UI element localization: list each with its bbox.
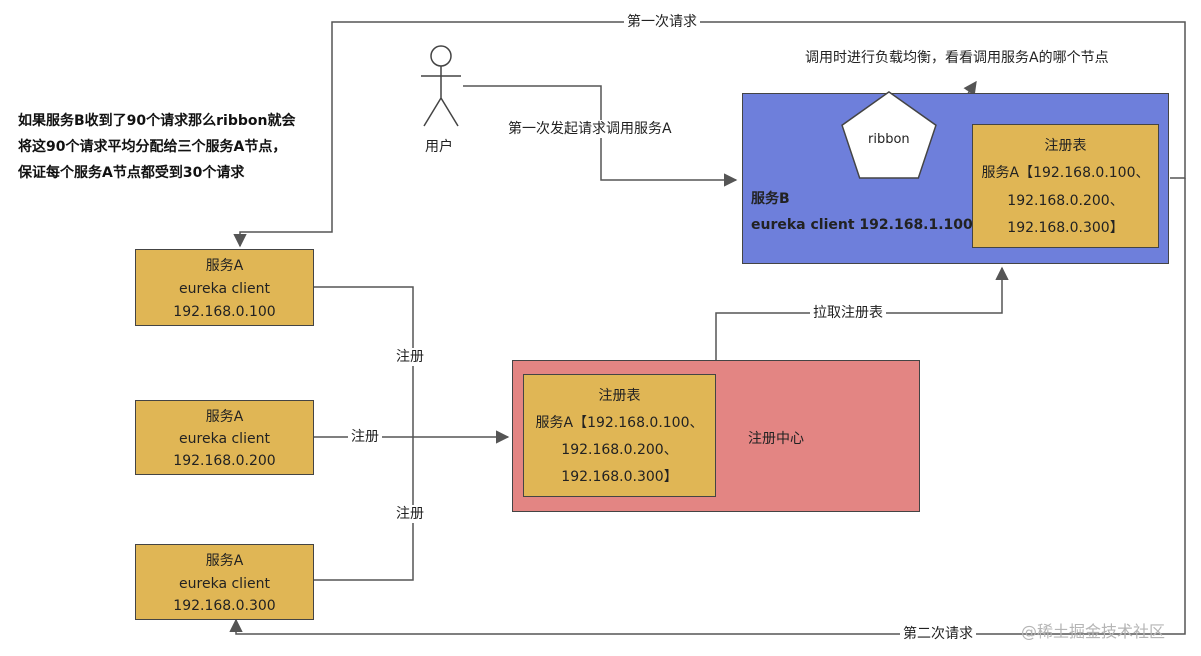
node-3-client: eureka client [179,576,270,592]
register-line-3 [314,437,414,581]
note-line-2: 将这90个请求平均分配给三个服务A节点， [18,139,287,155]
center-registry: 注册表 服务A【192.168.0.100、 192.168.0.200、 19… [523,374,716,497]
service-b-registry-title: 注册表 [1044,137,1087,154]
note-line-1: 如果服务B收到了90个请求那么ribbon就会 [18,113,296,129]
service-b-registry-line-1: 服务A【192.168.0.100、 [981,165,1150,182]
center-registry-line-1: 服务A【192.168.0.100、 [535,414,704,431]
center-registry-line-2: 192.168.0.200、 [561,442,678,459]
node-1-ip: 192.168.0.100 [173,303,276,320]
service-b-registry-line-3: 192.168.0.300】 [1007,220,1124,237]
user-label: 用户 [425,139,453,155]
node-2-ip: 192.168.0.200 [173,453,276,470]
node-1-name: 服务A [205,258,244,275]
node-1-client: eureka client [179,281,270,298]
center-registry-line-3: 192.168.0.300】 [561,469,678,486]
ribbon-pentagon [841,91,937,179]
pull-registry-label: 拉取注册表 [810,304,886,322]
ribbon-label: ribbon [868,132,910,147]
service-a-node-2: 服务A eureka client 192.168.0.200 [135,400,314,475]
distribution-note: 如果服务B收到了90个请求那么ribbon就会 将这90个请求平均分配给三个服务… [18,108,338,186]
register-label-1: 注册 [393,348,427,366]
note-line-3: 保证每个服务A节点都受到30个请求 [18,165,245,181]
node-2-client: eureka client [179,431,270,448]
service-b-client: eureka client 192.168.1.100 [751,217,973,233]
node-2-name: 服务A [205,408,244,425]
watermark: @稀土掘金技术社区 [1021,622,1166,641]
center-registry-title: 注册表 [598,387,641,404]
service-b-registry-line-2: 192.168.0.200、 [1007,192,1124,209]
register-label-3: 注册 [393,505,427,523]
registry-center-label: 注册中心 [748,431,804,447]
balance-note: 调用时进行负载均衡，看看调用服务A的哪个节点 [805,50,1109,66]
service-b-registry: 注册表 服务A【192.168.0.100、 192.168.0.200、 19… [972,124,1159,248]
node-3-name: 服务A [205,553,244,569]
register-label-2: 注册 [348,428,382,446]
user-figure [421,45,461,127]
node-3-ip: 192.168.0.300 [173,598,276,614]
first-call-label: 第一次发起请求调用服务A [505,120,675,138]
second-request-line [229,178,1186,635]
second-request-label: 第二次请求 [900,625,976,643]
service-a-node-3: 服务A eureka client 192.168.0.300 [135,544,314,620]
service-a-node-1: 服务A eureka client 192.168.0.100 [135,249,314,326]
first-request-label: 第一次请求 [624,13,700,31]
service-b-name: 服务B [751,191,790,207]
register-line-1 [314,286,414,437]
